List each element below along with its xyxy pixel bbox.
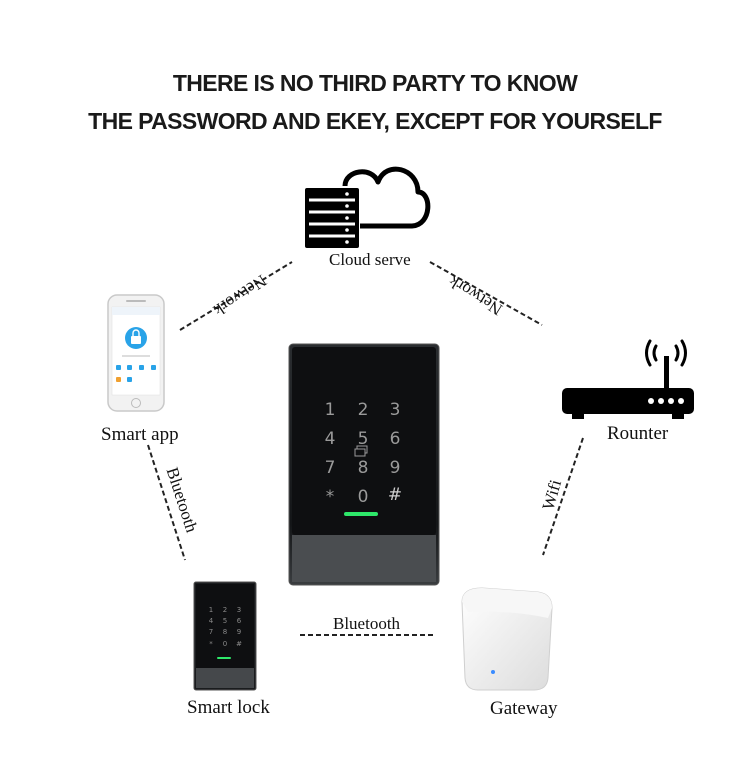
small-key-1: 1 (208, 606, 214, 614)
key-hash: # (387, 485, 403, 505)
line-router-gateway (542, 437, 584, 556)
small-key-6: 6 (236, 617, 242, 625)
smart-lock-label: Smart lock (187, 697, 270, 718)
key-2: 2 (357, 400, 369, 420)
small-key-7: 7 (208, 628, 214, 636)
router-label: Rounter (607, 423, 669, 444)
headline-line-1: THERE IS NO THIRD PARTY TO KNOW (172, 70, 578, 96)
key-5: 5 (357, 429, 369, 449)
small-key-hash: # (236, 640, 242, 648)
connection-label-lock-gateway: Bluetooth (333, 614, 401, 633)
small-key-star: * (209, 640, 213, 648)
key-3: 3 (389, 400, 401, 420)
key-9: 9 (389, 458, 401, 478)
small-key-5: 5 (222, 617, 228, 625)
smart-app-label: Smart app (101, 424, 179, 445)
small-key-3: 3 (236, 606, 242, 614)
key-7: 7 (324, 458, 336, 478)
key-6: 6 (389, 429, 401, 449)
cloud-serve-label: Cloud serve (329, 250, 411, 269)
small-key-0: 0 (222, 640, 228, 648)
line-cloud-router (429, 261, 543, 326)
line-app-lock (147, 444, 186, 561)
key-star: * (325, 487, 335, 507)
gateway-label: Gateway (490, 698, 558, 719)
small-key-8: 8 (222, 628, 228, 636)
headline-line-2: THE PASSWORD AND EKEY, EXCEPT FOR YOURSE… (88, 108, 662, 134)
small-key-4: 4 (208, 617, 214, 625)
line-app-cloud (179, 261, 293, 331)
small-key-9: 9 (236, 628, 242, 636)
key-1: 1 (324, 400, 336, 420)
key-8: 8 (357, 458, 369, 478)
small-key-2: 2 (222, 606, 228, 614)
key-4: 4 (324, 429, 336, 449)
key-0: 0 (357, 487, 369, 507)
